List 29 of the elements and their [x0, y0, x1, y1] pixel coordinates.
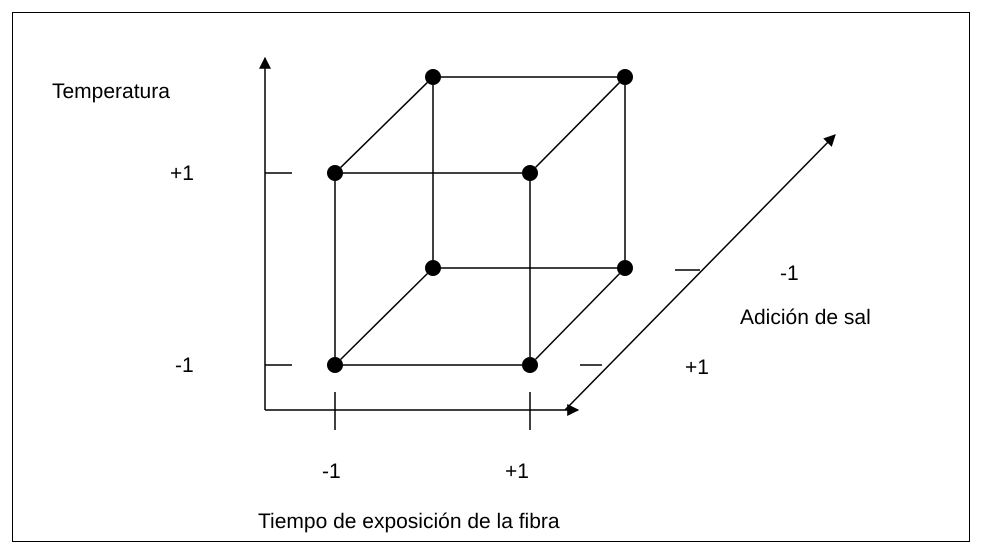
tick-label: -1 [175, 354, 194, 378]
tick-label: -1 [780, 262, 799, 286]
cube-edge-line [343, 172, 522, 174]
tick-label: -1 [322, 460, 341, 484]
cube-edge-line [441, 267, 617, 269]
design-point-dot [522, 165, 538, 181]
design-point-dot [327, 165, 343, 181]
axis-title: Temperatura [52, 80, 170, 104]
tick-label: +1 [505, 460, 529, 484]
design-point-dot [617, 260, 633, 276]
cube-edge-line [529, 181, 531, 357]
cube-edge-line [334, 181, 336, 357]
cube-edge-line [340, 82, 428, 168]
cube-edge-line [441, 76, 617, 78]
design-point-dot [522, 357, 538, 373]
cube-edge-line [432, 85, 434, 260]
cube-edge-line [624, 85, 626, 260]
tick-label: +1 [685, 356, 709, 380]
cube-edge-line [535, 273, 620, 360]
design-point-dot [327, 357, 343, 373]
design-point-dot [617, 69, 633, 85]
cube-edge-line [343, 364, 522, 366]
tick-label: +1 [170, 162, 194, 186]
cube-edge-line [340, 273, 428, 360]
design-point-dot [425, 69, 441, 85]
cube-edge-line [535, 82, 620, 168]
design-point-dot [425, 260, 441, 276]
axis-title: Tiempo de exposición de la fibra [258, 510, 560, 534]
axis-title: Adición de sal [740, 306, 871, 330]
